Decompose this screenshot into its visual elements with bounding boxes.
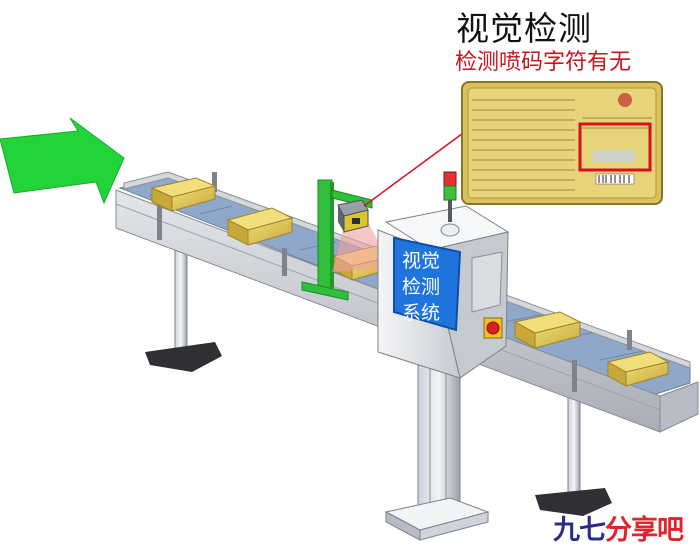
code-highlight-box	[578, 122, 652, 172]
product-box-4	[513, 311, 582, 349]
callout-line	[363, 127, 471, 207]
product-box-5	[606, 351, 670, 387]
zoomed-package-label	[461, 81, 663, 205]
watermark-part-1: 九七	[553, 515, 606, 546]
direction-arrow	[0, 117, 125, 205]
diagram-subtitle: 检测喷码字符有无	[455, 50, 632, 75]
stop-button-icon	[483, 317, 503, 339]
laser-beam	[332, 222, 392, 272]
watermark: 九七分享吧	[553, 508, 684, 547]
watermark-part-2: 分享吧	[605, 515, 684, 546]
cabinet-pillar	[384, 361, 490, 541]
screen-label: 视觉检测系统	[402, 250, 441, 324]
conveyor-leg-left	[145, 239, 222, 372]
product-box-2	[226, 207, 294, 246]
conveyor-leg-right	[535, 387, 612, 516]
product-box-1	[150, 177, 217, 212]
signal-light-icon	[440, 171, 460, 237]
cabinet-screen	[393, 236, 462, 332]
camera-stand	[301, 179, 373, 301]
diagram-title: 视觉检测	[456, 9, 592, 48]
camera-icon	[337, 199, 369, 233]
